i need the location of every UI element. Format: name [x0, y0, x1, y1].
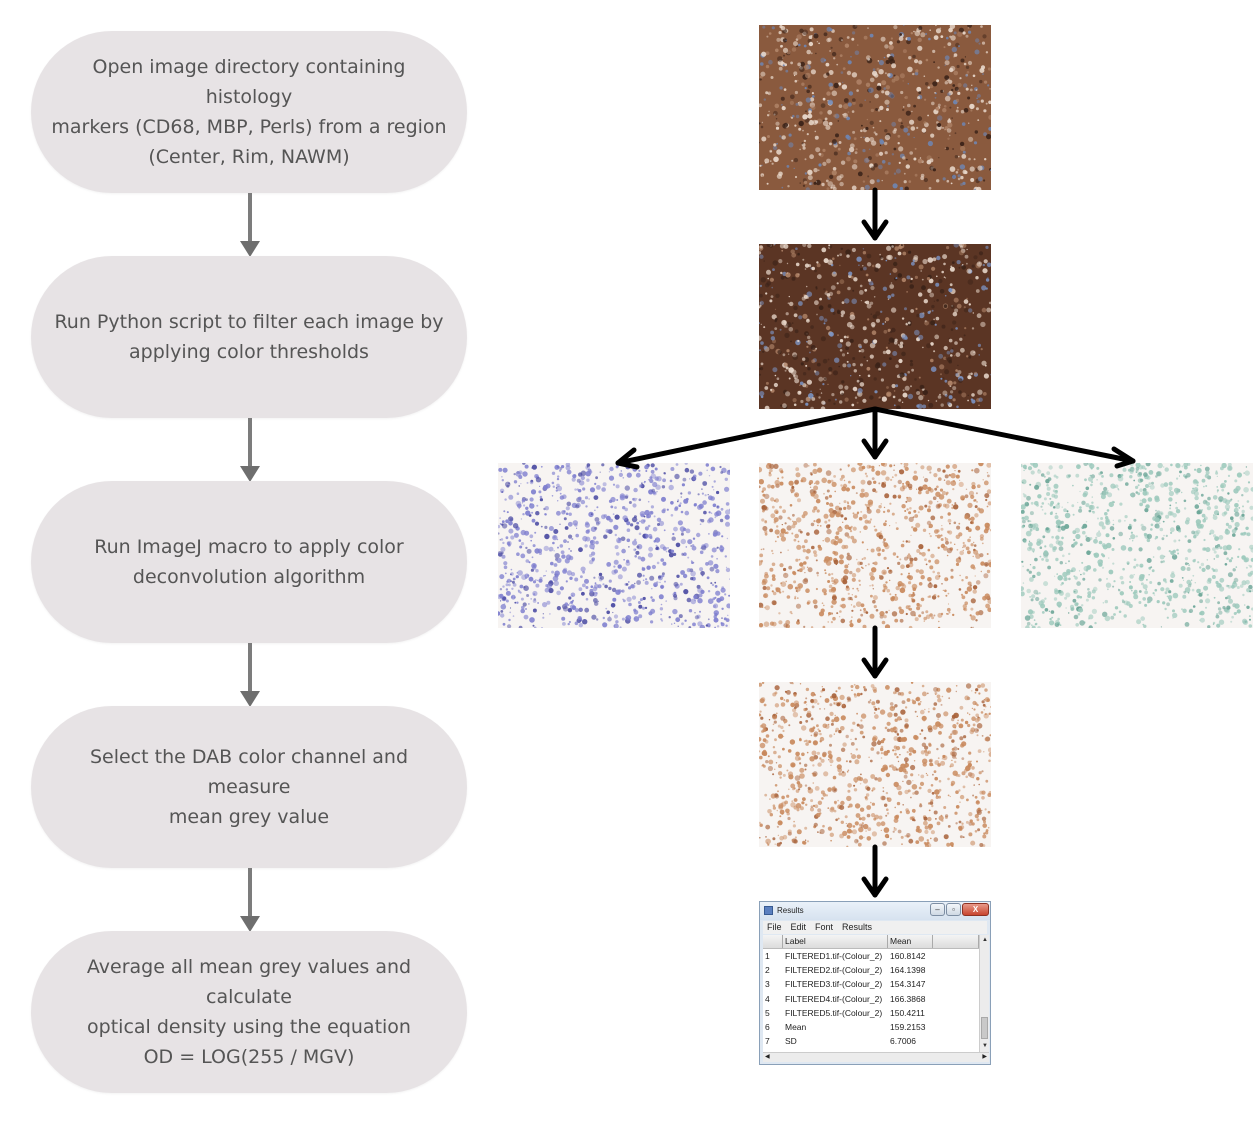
dab-channel-image: [759, 463, 991, 628]
arrow-filtered-to-dab: [861, 406, 889, 460]
row-label: FILTERED3.tif-(Colour_2): [785, 979, 883, 990]
row-label: FILTERED5.tif-(Colour_2): [785, 1007, 883, 1018]
arrow-original-to-filtered: [861, 187, 889, 241]
dab-channel-selected-texture: [759, 682, 991, 847]
vertical-scrollbar[interactable]: ▲ ▼: [979, 935, 989, 1052]
row-index: 7: [765, 1036, 770, 1047]
row-index: 5: [765, 1007, 770, 1018]
scroll-down-icon[interactable]: ▼: [982, 1043, 988, 1049]
arrow-filtered-to-residual: [872, 406, 1136, 469]
arrow-filtered-to-hematoxylin: [615, 406, 878, 470]
row-mean: 150.4211: [890, 1007, 925, 1018]
column-header-empty[interactable]: [933, 935, 979, 948]
row-label: FILTERED2.tif-(Colour_2): [785, 965, 883, 976]
row-label: FILTERED1.tif-(Colour_2): [785, 951, 883, 961]
results-titlebar[interactable]: Results – ▫ X: [760, 902, 990, 920]
arrow-dab-to-selected: [861, 625, 889, 679]
table-row[interactable]: 2 FILTERED2.tif-(Colour_2) 164.1398: [763, 963, 979, 977]
row-index: 2: [765, 965, 770, 976]
window-title: Results: [777, 906, 804, 915]
menu-file[interactable]: File: [767, 922, 782, 932]
horizontal-scrollbar[interactable]: ◀ ▶: [763, 1052, 989, 1062]
residual-channel-texture: [1021, 463, 1253, 628]
column-header-index[interactable]: [763, 935, 783, 948]
step-open-directory: Open image directory containing histolog…: [31, 31, 467, 193]
results-window[interactable]: Results – ▫ X File Edit Font Results Lab…: [759, 901, 991, 1065]
row-mean: 164.1398: [890, 965, 926, 976]
table-row[interactable]: 1 FILTERED1.tif-(Colour_2) 160.8142: [763, 949, 979, 963]
table-row[interactable]: 5 FILTERED5.tif-(Colour_2) 150.4211: [763, 1006, 979, 1020]
menu-bar: File Edit Font Results: [763, 921, 987, 934]
scroll-right-icon[interactable]: ▶: [982, 1054, 987, 1060]
table-row[interactable]: 7 SD 6.7006: [763, 1034, 979, 1048]
row-label: FILTERED4.tif-(Colour_2): [785, 993, 883, 1004]
flow-arrow-2: [240, 418, 260, 482]
flow-arrow-3: [240, 643, 260, 707]
row-label: Mean: [785, 1021, 807, 1032]
menu-edit[interactable]: Edit: [790, 922, 807, 932]
dab-selected-image: [759, 682, 991, 847]
scroll-up-icon[interactable]: ▲: [982, 937, 988, 943]
scroll-left-icon[interactable]: ◀: [765, 1054, 770, 1060]
row-index: 4: [765, 993, 770, 1004]
step-measure-mgv: Select the DAB color channel and measure…: [31, 706, 467, 868]
filtered-histology-image-texture: [759, 244, 991, 409]
column-header-label[interactable]: Label: [783, 935, 888, 948]
original-histology-image: [759, 25, 991, 190]
row-index: 3: [765, 979, 770, 990]
scroll-thumb[interactable]: [981, 1017, 988, 1039]
row-index: 1: [765, 951, 770, 961]
menu-results[interactable]: Results: [842, 922, 873, 932]
close-button[interactable]: X: [962, 903, 989, 916]
arrow-selected-to-results: [861, 844, 889, 898]
row-index: 6: [765, 1021, 770, 1032]
hematoxylin-channel-texture: [498, 463, 730, 628]
row-mean: 6.7006: [890, 1036, 916, 1047]
original-histology-image-texture: [759, 25, 991, 190]
dab-channel-texture: [759, 463, 991, 628]
table-row[interactable]: 4 FILTERED4.tif-(Colour_2) 166.3868: [763, 992, 979, 1006]
column-header-mean[interactable]: Mean: [888, 935, 933, 948]
row-mean: 160.8142: [890, 951, 926, 961]
menu-font[interactable]: Font: [815, 922, 834, 932]
filtered-histology-image: [759, 244, 991, 409]
residual-channel-image: [1021, 463, 1253, 628]
step-python-filter: Run Python script to filter each image b…: [31, 256, 467, 418]
flow-arrow-4: [240, 868, 260, 932]
results-table: Label Mean 1 FILTERED1.tif-(Colour_2) 160.…: [763, 935, 979, 1052]
imagej-app-icon: [764, 906, 773, 915]
flow-arrow-1: [240, 193, 260, 257]
table-header: Label Mean: [763, 935, 979, 949]
maximize-button[interactable]: ▫: [946, 903, 961, 916]
row-mean: 159.2153: [890, 1021, 926, 1032]
row-mean: 154.3147: [890, 979, 926, 990]
step-imagej-deconvolution: Run ImageJ macro to apply color deconvol…: [31, 481, 467, 643]
table-row[interactable]: 6 Mean 159.2153: [763, 1020, 979, 1034]
step-optical-density: Average all mean grey values and calcula…: [31, 931, 467, 1093]
hematoxylin-channel-image: [498, 463, 730, 628]
row-mean: 166.3868: [890, 993, 926, 1004]
minimize-button[interactable]: –: [930, 903, 945, 916]
table-row[interactable]: 3 FILTERED3.tif-(Colour_2) 154.3147: [763, 977, 979, 991]
row-label: SD: [785, 1036, 797, 1047]
